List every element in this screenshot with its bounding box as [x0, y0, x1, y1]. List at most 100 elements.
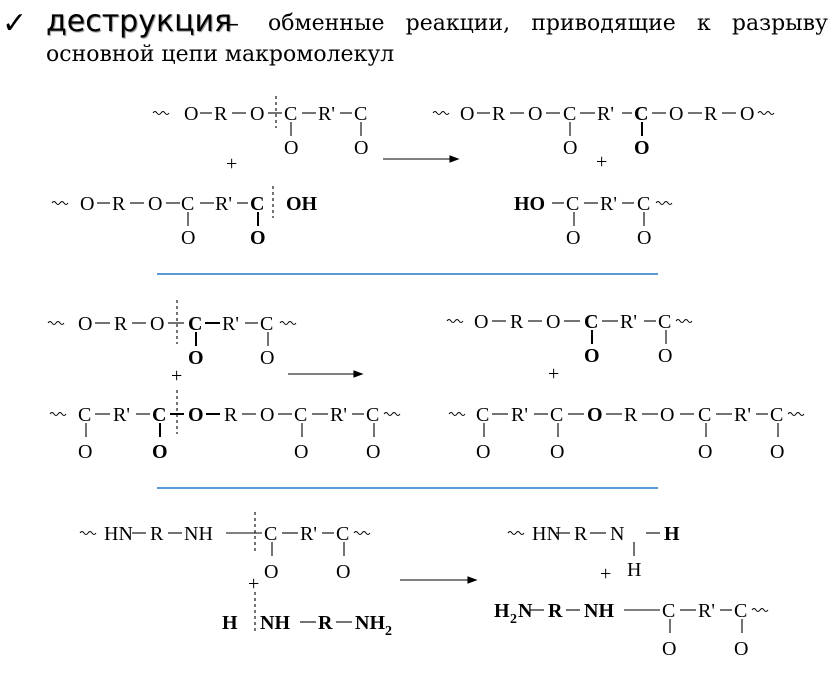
svg-text:R': R' — [597, 103, 614, 125]
svg-text:+: + — [600, 563, 611, 585]
svg-text:C: C — [188, 313, 202, 335]
svg-text:O: O — [181, 227, 195, 249]
svg-text:N: N — [518, 600, 533, 622]
svg-text:O: O — [563, 137, 577, 159]
svg-text:R': R' — [330, 404, 347, 426]
wavy-bond-icon — [507, 530, 525, 536]
svg-text:O: O — [152, 441, 168, 463]
svg-text:O: O — [734, 638, 748, 660]
svg-text:R: R — [150, 523, 164, 545]
svg-text:R': R' — [511, 404, 528, 426]
svg-text:O: O — [250, 227, 266, 249]
svg-text:R': R' — [222, 313, 239, 335]
svg-text:O: O — [250, 103, 264, 125]
svg-text:C: C — [250, 193, 264, 215]
wavy-bond-icon — [47, 320, 65, 326]
svg-text:R': R' — [600, 193, 617, 215]
svg-text:C: C — [658, 311, 671, 333]
svg-text:C: C — [260, 313, 273, 335]
svg-text:H: H — [627, 559, 641, 581]
svg-text:R: R — [548, 600, 563, 622]
svg-text:O: O — [284, 137, 298, 159]
svg-text:R: R — [114, 313, 128, 335]
wavy-bond-icon — [432, 110, 450, 116]
svg-text:NH: NH — [184, 523, 213, 545]
svg-text:O: O — [584, 345, 600, 367]
svg-text:C: C — [563, 103, 576, 125]
svg-text:O: O — [634, 137, 650, 159]
svg-text:O: O — [587, 404, 603, 426]
svg-text:R': R' — [698, 600, 715, 622]
svg-text:O: O — [78, 313, 92, 335]
wavy-bond-icon — [353, 530, 371, 536]
svg-text:+: + — [596, 151, 607, 173]
svg-text:C: C — [734, 600, 747, 622]
svg-text:O: O — [528, 103, 542, 125]
svg-text:O: O — [264, 561, 278, 583]
definition-line-2: основной цепи макромолекул — [46, 42, 395, 67]
svg-text:O: O — [658, 345, 672, 367]
wavy-bond-icon — [279, 320, 297, 326]
svg-text:C: C — [181, 193, 194, 215]
svg-text:R': R' — [113, 404, 130, 426]
svg-text:O: O — [566, 227, 580, 249]
svg-text:+: + — [226, 153, 237, 175]
svg-text:O: O — [660, 404, 674, 426]
svg-text:O: O — [188, 347, 204, 369]
dash: – — [227, 9, 239, 37]
svg-text:O: O — [260, 347, 274, 369]
definition-line-1: обменные реакции, приводящие к разрыву — [268, 11, 828, 36]
reaction-1 — [51, 96, 775, 226]
svg-text:O: O — [637, 227, 651, 249]
svg-text:O: O — [150, 313, 164, 335]
svg-text:O: O — [460, 103, 474, 125]
svg-text:O: O — [188, 404, 204, 426]
svg-text:C: C — [584, 311, 598, 333]
svg-text:O: O — [294, 441, 308, 463]
svg-text:R: R — [510, 311, 524, 333]
svg-text:R': R' — [300, 523, 317, 545]
svg-text:R': R' — [215, 193, 232, 215]
svg-text:C: C — [264, 523, 277, 545]
svg-text:O: O — [740, 103, 754, 125]
svg-text:R': R' — [620, 311, 637, 333]
svg-text:R: R — [214, 103, 228, 125]
svg-text:+: + — [548, 363, 559, 385]
wavy-bond-icon — [152, 110, 170, 116]
svg-text:O: O — [354, 137, 368, 159]
svg-text:C: C — [284, 103, 297, 125]
svg-text:R: R — [318, 612, 333, 634]
svg-text:O: O — [184, 103, 198, 125]
wavy-bond-icon — [787, 411, 805, 417]
svg-text:+: + — [248, 573, 259, 595]
wavy-bond-icon — [757, 110, 775, 116]
svg-text:O: O — [550, 441, 564, 463]
svg-text:R': R' — [734, 404, 751, 426]
wavy-bond-icon — [675, 318, 693, 324]
svg-text:C: C — [634, 103, 648, 125]
wavy-bond-icon — [51, 200, 69, 206]
svg-text:OH: OH — [286, 193, 318, 215]
svg-text:R: R — [492, 103, 506, 125]
term-heading: деструкция — [46, 4, 233, 39]
svg-text:C: C — [354, 103, 367, 125]
svg-text:C: C — [770, 404, 783, 426]
wavy-bond-icon — [655, 200, 673, 206]
svg-text:C: C — [698, 404, 711, 426]
wavy-bond-icon — [79, 530, 97, 536]
svg-text:C: C — [550, 404, 563, 426]
svg-text:R: R — [704, 103, 718, 125]
svg-text:C: C — [78, 404, 91, 426]
svg-text:+: + — [171, 365, 182, 387]
svg-text:O: O — [546, 311, 560, 333]
svg-text:C: C — [637, 193, 650, 215]
svg-text:N: N — [610, 523, 624, 545]
svg-text:NH: NH — [584, 600, 614, 622]
svg-text:O: O — [669, 103, 683, 125]
svg-text:R: R — [624, 404, 638, 426]
wavy-bond-icon — [383, 411, 401, 417]
wavy-bond-icon — [446, 318, 464, 324]
